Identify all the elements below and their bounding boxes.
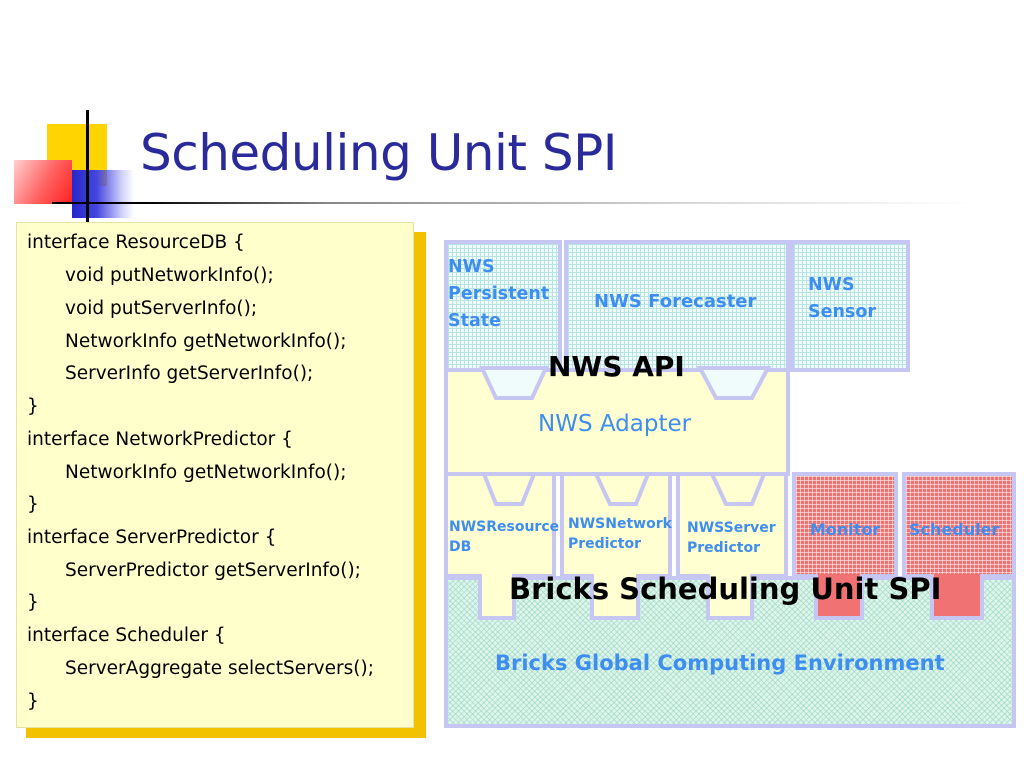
nws-persistent-state-label: NWS Persistent State <box>448 257 550 331</box>
page-title: Scheduling Unit SPI <box>140 124 618 182</box>
monitor-block <box>792 472 898 578</box>
network-predictor-connector-tab <box>590 574 640 620</box>
title-underline <box>52 202 972 204</box>
nws-forecaster-label: NWS Forecaster <box>594 291 757 312</box>
bricks-scheduling-unit-spi-label: Bricks Scheduling Unit SPI <box>509 572 942 606</box>
code-line: void putServerInfo(); <box>65 298 258 319</box>
code-line: } <box>27 592 39 613</box>
nws-server-predictor-label: NWSServer Predictor <box>687 520 776 556</box>
title-decoration-vertical-line <box>86 110 89 228</box>
scheduler-label: Scheduler <box>909 520 1000 539</box>
code-line: interface NetworkPredictor { <box>27 429 293 450</box>
bricks-global-computing-environment-label: Bricks Global Computing Environment <box>495 651 945 675</box>
code-line: void putNetworkInfo(); <box>65 265 274 286</box>
scheduler-connector-tab <box>930 574 984 620</box>
scheduler-block <box>902 472 1016 578</box>
code-line: interface Scheduler { <box>27 625 226 646</box>
nws-resource-db-label: NWSResource DB <box>449 519 560 555</box>
title-decoration-blue-square <box>72 170 134 218</box>
nws-sensor-label: NWS Sensor <box>808 275 877 322</box>
resource-db-connector-tab <box>478 574 516 620</box>
monitor-label: Monitor <box>810 520 881 539</box>
nws-forecaster-block <box>564 240 790 372</box>
nws-adapter-label: NWS Adapter <box>538 411 692 437</box>
title-decoration-red-square <box>14 160 72 204</box>
code-line: interface ServerPredictor { <box>27 527 277 548</box>
code-line: ServerAggregate selectServers(); <box>65 658 374 679</box>
nws-network-predictor-label: NWSNetwork Predictor <box>568 516 672 552</box>
nws-persistent-state-block <box>444 240 562 372</box>
server-predictor-connector-tab <box>706 574 754 620</box>
code-panel: interface ResourceDB { void putNetworkIn… <box>16 222 414 728</box>
code-line: ServerPredictor getServerInfo(); <box>65 560 361 581</box>
code-line: NetworkInfo getNetworkInfo(); <box>65 462 347 483</box>
code-line: NetworkInfo getNetworkInfo(); <box>65 331 347 352</box>
nws-api-label: NWS API <box>548 350 685 383</box>
code-line: } <box>27 396 39 417</box>
code-line: } <box>27 691 39 712</box>
code-line: interface ResourceDB { <box>27 232 245 253</box>
monitor-connector-tab <box>814 574 864 620</box>
nws-sensor-block <box>790 240 910 372</box>
code-line: ServerInfo getServerInfo(); <box>65 363 314 384</box>
code-line: } <box>27 494 39 515</box>
